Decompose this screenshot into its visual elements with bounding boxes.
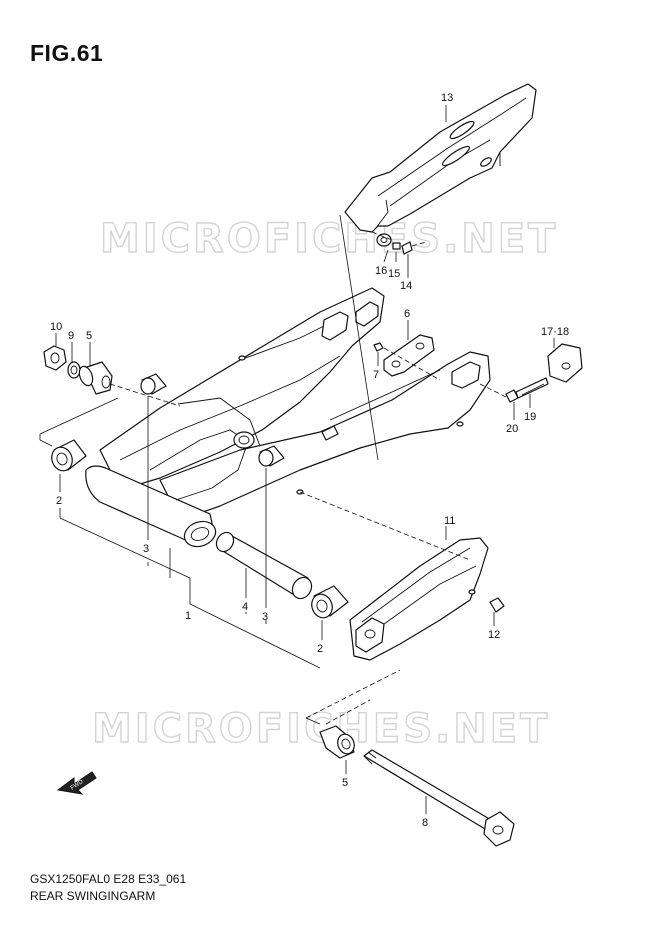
leader-lines (39, 105, 555, 814)
callout-16: 16 (375, 265, 387, 277)
callout-13: 13 (441, 92, 453, 104)
callout-7: 7 (373, 369, 379, 381)
callout-17-18: 17·18 (541, 326, 569, 338)
callout-20: 20 (506, 423, 518, 435)
callout-8: 8 (422, 817, 428, 829)
pivot-shaft-part-8 (363, 749, 515, 847)
chain-guard-part-11 (349, 537, 505, 661)
washer-bolt-parts-14-15-16 (376, 233, 427, 255)
callout-labels: 13 16 15 14 10 9 5 6 7 17·18 19 20 2 11 … (50, 92, 569, 829)
watermark-top: MICROFICHES.NET (100, 216, 558, 262)
bracket-part-6 (373, 334, 435, 377)
callout-2-left: 2 (56, 495, 62, 507)
watermark-bottom: MICROFICHES.NET (92, 706, 550, 752)
adjuster-parts-17-18-19-20 (505, 343, 583, 403)
callout-6: 6 (404, 308, 410, 320)
chain-case-part-13 (344, 83, 537, 233)
callout-3-left: 3 (143, 543, 149, 555)
callout-11: 11 (444, 515, 455, 527)
fwd-direction-arrow: FWD (56, 771, 97, 795)
callout-12: 12 (488, 629, 500, 641)
spacer-part-4 (215, 531, 313, 600)
callout-15: 15 (388, 268, 400, 280)
callout-9: 9 (68, 330, 74, 342)
callout-1: 1 (185, 610, 191, 622)
callout-14: 14 (400, 280, 412, 292)
swingarm-part-1 (85, 287, 491, 548)
callout-5-upper: 5 (86, 330, 92, 342)
callout-5-lower: 5 (342, 777, 348, 789)
callout-4: 4 (242, 601, 248, 613)
callout-2-right: 2 (317, 643, 323, 655)
assembly-name: REAR SWINGINGARM (30, 889, 156, 903)
callout-19: 19 (524, 411, 536, 423)
collar-nut-parts-5-9-10 (43, 345, 355, 759)
callout-10: 10 (50, 321, 62, 333)
bearings-parts-2-3 (51, 373, 349, 619)
model-code: GSX1250FAL0 E28 E33_061 (30, 872, 187, 886)
figure-title: FIG.61 (30, 40, 104, 66)
callout-3-right: 3 (262, 611, 268, 623)
